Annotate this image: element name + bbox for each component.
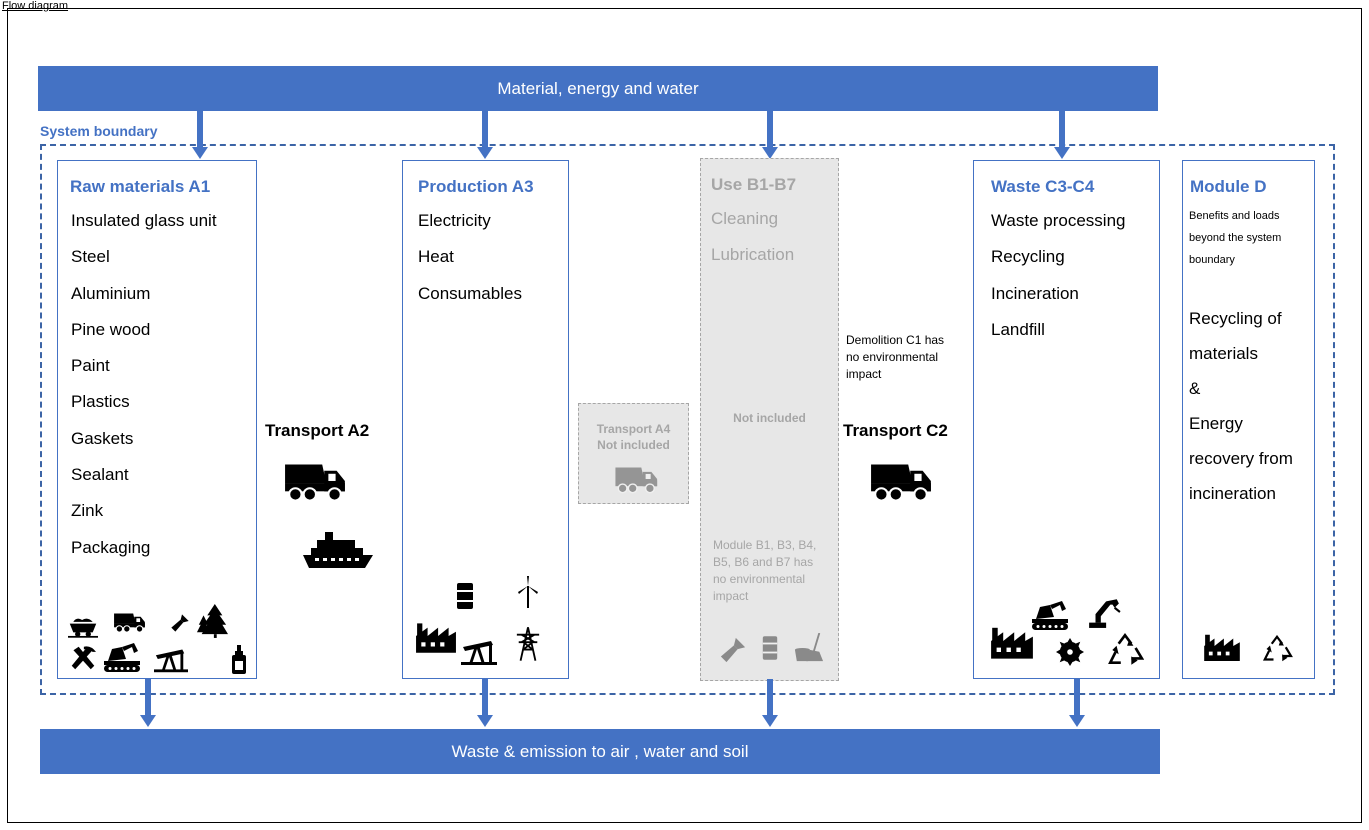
use-box: Use B1-B7 Cleaning Lubrication Not inclu…	[700, 158, 839, 681]
production-item: Heat	[418, 247, 454, 267]
diagram-frame	[7, 8, 1362, 823]
waste-item: Recycling	[991, 247, 1065, 267]
module-d-item: &	[1189, 379, 1201, 398]
recycle-icon	[1106, 633, 1144, 667]
use-note: Module B1, B3, B4, B5, B6 and B7 has no …	[713, 538, 817, 603]
raw-material-item: Pine wood	[71, 319, 151, 339]
dump-truck-icon	[614, 464, 660, 494]
output-arrow-a1	[140, 679, 156, 727]
bucket-broom-icon	[793, 633, 825, 663]
raw-materials-box: Raw materials A1 Insulated glass unit St…	[57, 160, 257, 679]
dump-truck-icon	[113, 611, 147, 633]
waste-item: Waste processing	[991, 211, 1126, 230]
system-boundary	[40, 144, 1335, 695]
oil-barrel-icon	[761, 635, 779, 661]
waste-box: Waste C3-C4 Waste processing Recycling I…	[973, 160, 1160, 679]
input-bar-label: Material, energy and water	[497, 78, 699, 98]
module-d-box: Module D Benefits and loads beyond the s…	[1182, 160, 1315, 679]
dump-truck-icon	[869, 460, 935, 502]
oil-pump-icon	[461, 637, 497, 665]
system-boundary-label: System boundary	[40, 123, 158, 139]
module-d-item: Recycling of	[1189, 309, 1282, 328]
hammer-pick-icon	[70, 645, 96, 671]
robot-arm-icon	[1084, 595, 1124, 629]
raw-material-item: Packaging	[71, 537, 151, 557]
raw-material-item: Gaskets	[71, 428, 134, 448]
recycle-icon	[1261, 635, 1293, 663]
factory-icon	[415, 619, 457, 653]
input-arrow-c	[1054, 111, 1070, 159]
transport-a4-label: Transport A4	[596, 422, 671, 436]
waste-item: Incineration	[991, 283, 1079, 303]
module-d-item: materials	[1189, 344, 1258, 363]
raw-material-item: Insulated glass unit	[71, 211, 217, 230]
output-arrow-a3	[477, 679, 493, 727]
raw-material-item: Paint	[71, 356, 110, 376]
excavator-icon	[1030, 599, 1070, 631]
ship-icon	[303, 530, 373, 570]
raw-materials-title: Raw materials A1	[70, 177, 211, 196]
paint-brush-icon	[170, 613, 190, 633]
waste-title: Waste C3-C4	[991, 177, 1095, 196]
transport-c2-label: Transport C2	[843, 421, 948, 440]
transport-a4-box: Transport A4 Not included	[578, 403, 689, 504]
raw-material-item: Zink	[71, 501, 104, 521]
module-d-subtitle: Benefits and loads beyond the system bou…	[1189, 210, 1282, 266]
input-arrow-a1	[192, 111, 208, 159]
input-arrow-a3	[477, 111, 493, 159]
oil-barrel-icon	[455, 581, 475, 611]
glue-bottle-icon	[230, 645, 248, 675]
module-d-item: recovery from	[1189, 449, 1293, 468]
module-d-title: Module D	[1190, 177, 1267, 196]
power-pylon-icon	[515, 627, 541, 661]
production-box: Production A3 Electricity Heat Consumabl…	[402, 160, 569, 679]
input-bar: Material, energy and water	[38, 66, 1158, 111]
forest-icon	[196, 603, 228, 639]
transport-a4-status: Not included	[597, 438, 670, 452]
dump-truck-icon	[283, 460, 349, 502]
transport-a2-label: Transport A2	[265, 421, 370, 440]
demolition-note: Demolition C1 has no environmental impac…	[846, 333, 945, 381]
use-not-included: Not included	[733, 411, 806, 425]
raw-material-item: Aluminium	[71, 283, 151, 303]
paint-brush-icon	[719, 636, 747, 664]
raw-material-item: Sealant	[71, 465, 129, 485]
module-d-item: Energy	[1189, 414, 1243, 433]
module-d-item: incineration	[1189, 484, 1276, 503]
waste-item: Landfill	[991, 319, 1045, 339]
output-arrow-c	[1069, 679, 1085, 727]
factory-icon	[990, 623, 1034, 659]
output-arrow-b	[762, 679, 778, 727]
input-arrow-b	[762, 111, 778, 159]
figure-caption: Flow diagram	[2, 0, 69, 12]
use-title: Use B1-B7	[711, 175, 797, 194]
production-item: Electricity	[418, 211, 491, 230]
output-bar: Waste & emission to air , water and soil	[40, 729, 1160, 774]
excavator-icon	[102, 641, 142, 673]
wind-turbine-icon	[513, 576, 543, 608]
raw-material-item: Plastics	[71, 392, 130, 412]
use-item: Lubrication	[711, 245, 795, 265]
factory-icon	[1203, 631, 1241, 661]
oil-pump-icon	[154, 645, 188, 673]
raw-material-item: Steel	[71, 247, 110, 267]
production-title: Production A3	[418, 177, 534, 196]
use-item: Cleaning	[711, 209, 779, 228]
production-item: Consumables	[418, 283, 522, 303]
mine-cart-icon	[68, 616, 98, 640]
output-bar-label: Waste & emission to air , water and soil	[451, 741, 749, 761]
saw-blade-icon	[1056, 638, 1084, 666]
